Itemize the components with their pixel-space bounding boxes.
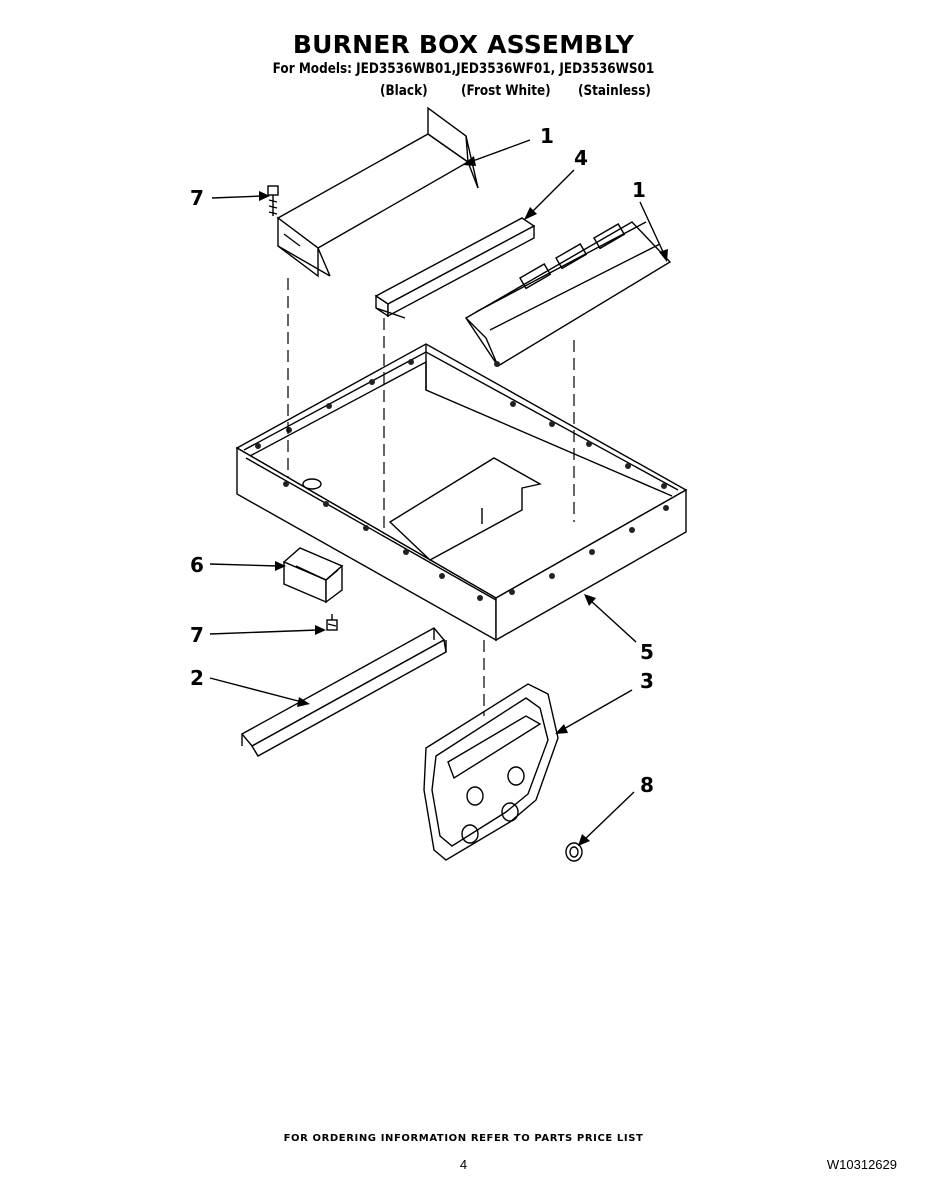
part-3-burner-plate bbox=[423, 683, 559, 861]
part-4-support-rail bbox=[374, 217, 536, 319]
callout-3: 3 bbox=[640, 669, 654, 693]
color-label-stainless: (Stainless) bbox=[578, 83, 651, 99]
ordering-note: FOR ORDERING INFORMATION REFER TO PARTS … bbox=[283, 1133, 644, 1144]
leader-lines bbox=[209, 139, 668, 846]
part-7-screw-top bbox=[267, 185, 279, 216]
page-number: 4 bbox=[459, 1157, 468, 1172]
callout-7-top: 7 bbox=[190, 186, 204, 210]
alignment-lines bbox=[287, 278, 575, 716]
part-5-burner-box bbox=[235, 343, 688, 642]
part-8-grommet bbox=[565, 842, 583, 862]
part-2-long-bracket bbox=[240, 627, 447, 757]
part-1-baffle-right bbox=[465, 221, 672, 367]
callout-1-right: 1 bbox=[632, 178, 646, 202]
callout-7-mid: 7 bbox=[190, 623, 204, 647]
color-label-black: (Black) bbox=[380, 83, 428, 99]
models-line: For Models: JED3536WB01,JED3536WF01, JED… bbox=[272, 61, 655, 77]
callout-4: 4 bbox=[574, 146, 588, 170]
color-label-frost-white: (Frost White) bbox=[461, 83, 551, 99]
page-title: BURNER BOX ASSEMBLY bbox=[292, 30, 635, 59]
callout-2: 2 bbox=[190, 666, 204, 690]
callout-6: 6 bbox=[190, 553, 204, 577]
callout-5: 5 bbox=[640, 640, 654, 664]
document-number: W10312629 bbox=[826, 1157, 897, 1172]
callout-1-top: 1 bbox=[540, 124, 554, 148]
callout-8: 8 bbox=[640, 773, 654, 797]
part-6-bracket bbox=[282, 547, 344, 604]
part-7-screw-mid bbox=[326, 614, 338, 631]
part-1-baffle-left bbox=[276, 106, 479, 278]
